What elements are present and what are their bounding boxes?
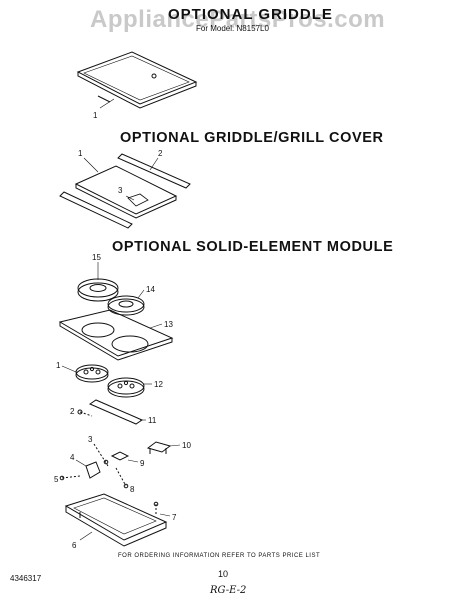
- callout-number: 3: [118, 186, 123, 195]
- section-heading-solid-element: OPTIONAL SOLID-ELEMENT MODULE: [112, 239, 394, 255]
- screw-5: [59, 475, 81, 481]
- callout-number: 9: [140, 459, 145, 468]
- model-label: For Model: N8157L0: [196, 24, 269, 33]
- screw-3: [93, 443, 109, 467]
- element-15-burner: [77, 262, 119, 302]
- callout-number: 2: [70, 407, 75, 416]
- screw-7: [153, 501, 171, 517]
- callout-number: 8: [130, 485, 135, 494]
- callout-number: 7: [172, 513, 177, 522]
- callout-number: 3: [88, 435, 93, 444]
- burner-support-right: [107, 377, 152, 398]
- callout-number: 10: [182, 441, 191, 450]
- module-top-plate: [58, 309, 174, 361]
- bracket-11: [77, 399, 146, 425]
- screw-8: [115, 467, 129, 489]
- part-number: 4346317: [10, 574, 42, 583]
- callout-number: 1: [56, 361, 61, 370]
- callout-number: 5: [54, 475, 59, 484]
- callouts-module: 15 14 13 1 12 2 11 3 10 4 9 5 8 7 6: [54, 253, 191, 550]
- connector-9: [110, 451, 139, 463]
- section-heading-griddle-cover: OPTIONAL GRIDDLE/GRILL COVER: [120, 130, 384, 146]
- callout-number: 1: [78, 149, 83, 158]
- ordering-note: FOR ORDERING INFORMATION REFER TO PARTS …: [118, 553, 321, 559]
- callout-number: 1: [93, 111, 98, 120]
- callout-number: 11: [148, 416, 157, 425]
- cover-rail-bottom: [59, 191, 133, 229]
- callout-number: 6: [72, 541, 77, 550]
- handwritten-note: RG-E-2: [210, 585, 247, 596]
- griddle-plate: [76, 51, 198, 109]
- callout-number: 4: [70, 453, 75, 462]
- receptacle-4: [75, 459, 101, 479]
- page-title: OPTIONAL GRIDDLE: [168, 6, 333, 23]
- cover-rail-top: [117, 153, 191, 189]
- leader-line: [99, 98, 115, 109]
- page-number: 10: [218, 569, 229, 579]
- callout-number: 15: [92, 253, 101, 262]
- callouts-cover: 1 2 3: [78, 149, 163, 195]
- element-14-burner: [107, 289, 145, 316]
- callout-number: 14: [146, 285, 155, 294]
- terminal-block-10: [146, 441, 181, 454]
- watermark: AppliancePartsPros.com: [90, 6, 386, 33]
- callouts-griddle: 1: [93, 111, 98, 120]
- grill-cover-assembly: [59, 153, 191, 229]
- callout-number: 13: [164, 320, 173, 329]
- callout-number: 2: [158, 149, 163, 158]
- burner-support-left: [61, 364, 109, 383]
- callout-number: 12: [154, 380, 163, 389]
- module-pan: [64, 493, 168, 547]
